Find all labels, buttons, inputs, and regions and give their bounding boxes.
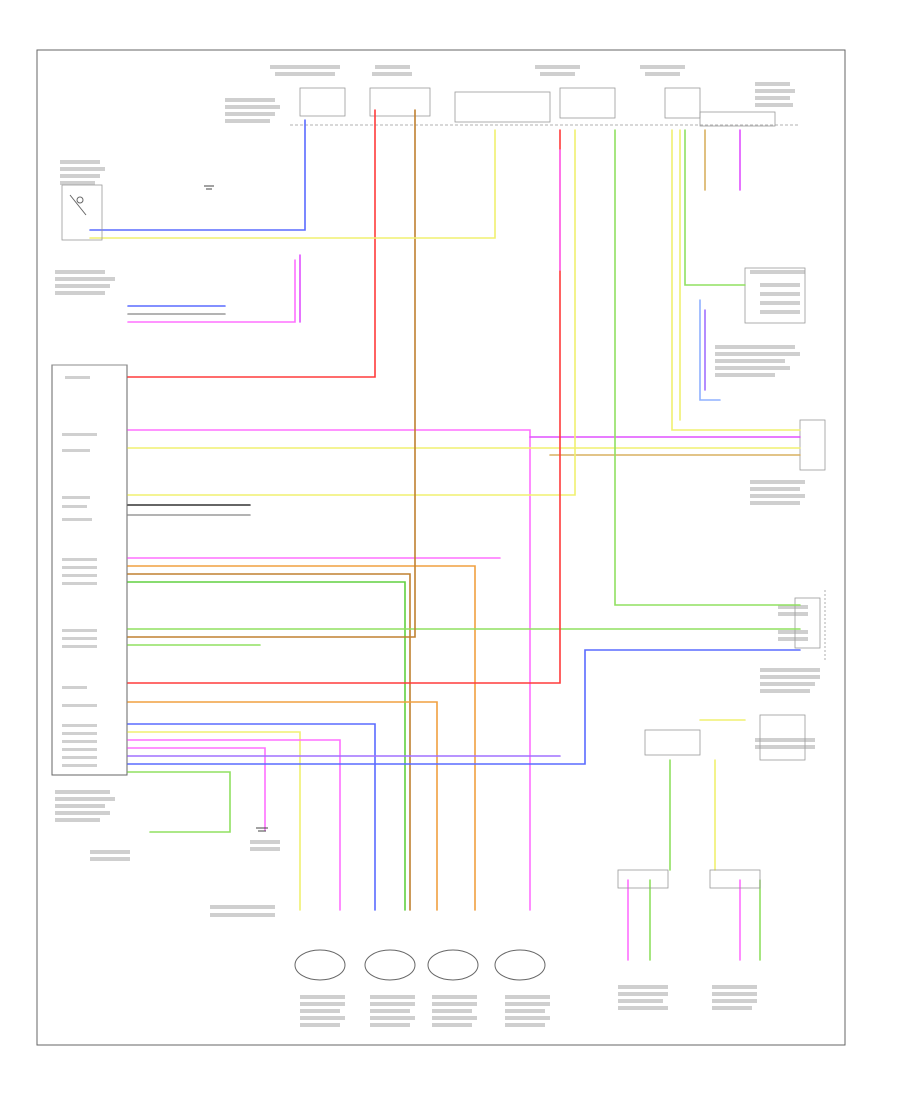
wheel-speed-sensor-2 <box>364 949 416 981</box>
wire-orange-16 <box>127 701 438 911</box>
wire-yellow-25 <box>89 129 496 239</box>
connector-box-3 <box>644 729 701 756</box>
wire-lightgreen-29 <box>614 129 801 606</box>
wire-blue-24 <box>89 119 306 231</box>
wire-green-11 <box>127 581 406 911</box>
wire-lightblue-33 <box>699 299 721 401</box>
top-fuse-boxes <box>290 87 800 127</box>
module-pin-labels <box>62 376 97 767</box>
connector-box-1 <box>617 869 669 889</box>
wheel-sensors <box>294 729 761 981</box>
wire-brown-10 <box>127 573 411 911</box>
brake-switch <box>61 184 103 241</box>
diagram-frame <box>36 49 846 1046</box>
wire-yellow-18 <box>127 731 301 911</box>
right-connectors <box>744 267 826 761</box>
wire-yellow-30 <box>671 129 801 431</box>
wires <box>89 109 801 961</box>
wire-pink-20 <box>127 747 266 831</box>
wire-orange-9 <box>127 565 476 911</box>
wire-brown-13 <box>127 109 416 638</box>
label-blocks <box>55 65 820 1027</box>
wire-red-0 <box>127 109 376 378</box>
wire-pink-28 <box>127 259 296 323</box>
wire-lightgreen-23 <box>127 771 231 833</box>
wheel-speed-sensor-4 <box>494 949 546 981</box>
ground-symbols <box>204 185 268 832</box>
connector-box-2 <box>709 869 761 889</box>
wheel-speed-sensor-3 <box>427 949 479 981</box>
wire-blue-17 <box>127 723 376 911</box>
wheel-speed-sensor-1 <box>294 949 346 981</box>
wire-pink-19 <box>127 739 341 911</box>
control-module <box>51 364 128 776</box>
wire-lightgreen-31 <box>684 129 746 286</box>
wire-yellow-5 <box>127 129 576 496</box>
wire-red-15 <box>127 129 561 684</box>
wire-blue-22 <box>127 649 801 765</box>
wire-pink-1 <box>127 429 531 911</box>
